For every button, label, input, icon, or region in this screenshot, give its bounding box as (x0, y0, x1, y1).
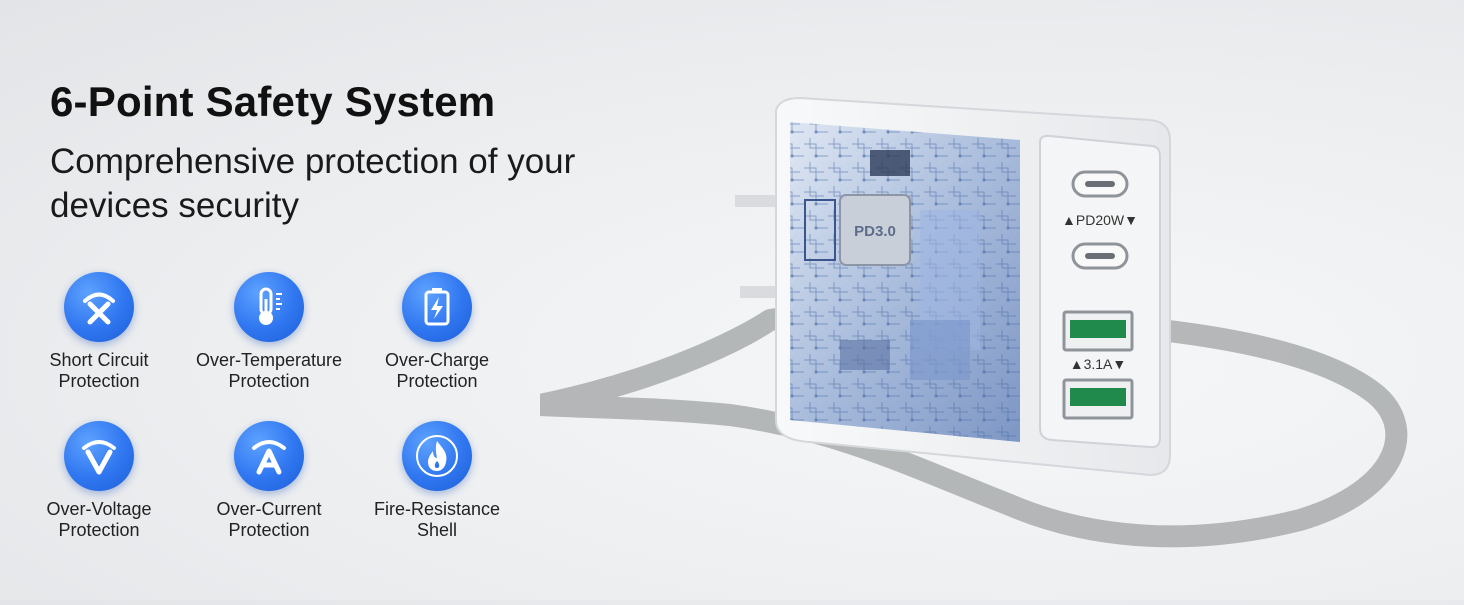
over-voltage-icon (64, 421, 134, 491)
charger-svg: PD3.0 ▲PD20W▼ ▲3.1A▼ (529, 96, 1408, 548)
pd-chip (839, 194, 911, 266)
flame-icon (402, 421, 472, 491)
plug-prong (735, 195, 777, 207)
page-subtitle: Comprehensive protection of your devices… (50, 142, 576, 225)
short-circuit-icon (64, 272, 134, 342)
usb-c-power-label: ▲PD20W▼ (1062, 212, 1138, 228)
pd-chip-label: PD3.0 (854, 223, 896, 240)
usb-a-power-label: ▲3.1A▼ (1070, 356, 1127, 372)
plug-prong (740, 286, 782, 298)
thermometer-icon (234, 272, 304, 342)
charger-illustration: PD3.0 ▲PD20W▼ ▲3.1A▼ (529, 90, 1464, 600)
over-current-icon (234, 421, 304, 491)
page-title: 6-Point Safety System (50, 78, 496, 125)
battery-charge-icon (402, 272, 472, 342)
port-panel (1039, 134, 1161, 449)
